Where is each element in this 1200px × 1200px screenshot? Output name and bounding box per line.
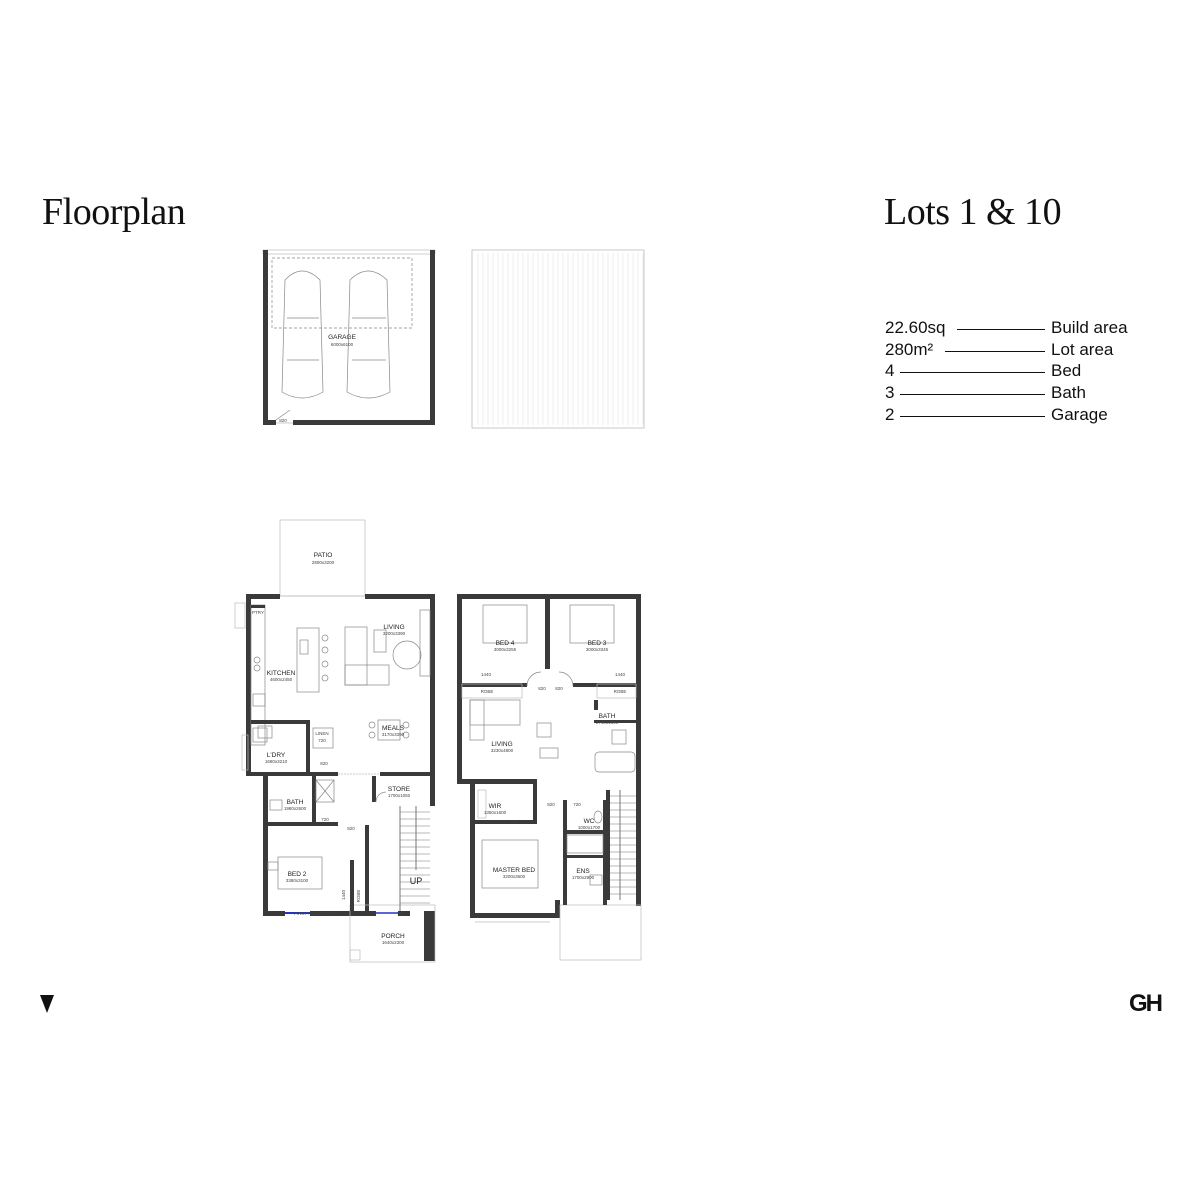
north-arrow-icon [40,995,54,1013]
patio-label: PATIO [314,552,333,559]
spec-row-build-area: 22.60sq Build area [885,318,1145,340]
spec-row-garage: 2 Garage [885,404,1145,427]
wir-label: WIR [489,803,502,810]
bed3-size: 3000x3345 [586,647,609,652]
kitchen-label: KITCHEN [267,670,296,677]
spec-label: Build area [1051,318,1128,337]
first-floor-plan: BED 4 3000x3255 BED 3 3000x3345 1440 144… [457,594,642,961]
living-size: 3200x3390 [383,631,406,636]
spec-value: 3 [885,383,895,404]
spec-label: Garage [1051,404,1108,424]
laundry-label: L'DRY [267,752,286,759]
spec-leader-line [945,350,1045,352]
spec-leader-line [957,329,1045,330]
door-dim-820: 820 [320,761,328,766]
spec-row-lot-area: 280m² Lot area [885,339,1145,362]
car-icon [281,270,324,399]
kitchen-size: 4600x2450 [270,677,293,682]
door-dim-720: 720 [510,819,518,824]
meals-size: 3170x3390 [382,732,405,737]
robe-label: ROBE [356,890,361,903]
spec-value: 280m² [885,339,934,360]
bed4-size: 3000x3255 [494,647,517,652]
spec-value: 4 [885,361,895,382]
first-living-label: LIVING [491,741,512,748]
bed2-label: BED 2 [288,871,307,878]
roof-plan [471,249,645,429]
bed4-label: BED 4 [496,640,515,647]
door-dim-820: 820 [347,826,355,831]
door-dim-920: 920 [397,911,405,916]
garage-door-dim: 820 [279,418,287,423]
first-bath-label: BATH [599,713,616,720]
ensuite-size: 1700x2900 [572,875,595,880]
door-dim-720: 720 [563,894,568,902]
wir-size: 1350x1600 [484,810,507,815]
linen-dim: 720 [318,738,326,743]
laundry-size: 1680x3210 [265,759,288,764]
door-dim-720: 720 [321,817,329,822]
porch-size: 1640x2300 [382,940,405,945]
store-size: 1700x1050 [388,793,411,798]
spec-row-bath: 3 Bath [885,383,1145,405]
door-dim-720: 720 [573,802,581,807]
bath-label: BATH [287,799,304,806]
porch-label: PORCH [381,933,405,940]
spec-label: Bed [1051,361,1082,381]
spec-row-bed: 4 Bed [885,361,1145,383]
spec-value: 22.60sq [885,318,946,338]
roof-outline [471,249,645,429]
dim-1440: 1440 [341,889,346,900]
spec-list: 22.60sq Build area 280m² Lot area 4 Bed … [885,318,1145,426]
stairs-up-label: UP [410,876,423,886]
bed2-size: 3380x3100 [286,878,309,883]
spec-label: Lot area [1051,339,1114,359]
first-bath-size: 2740x1800 [596,720,619,725]
stairs-icon [610,790,636,900]
store-label: STORE [388,786,411,793]
patio-size: 2800x3200 [312,560,335,565]
spec-leader-line [900,372,1045,374]
garage-plan: GARAGE 6000x6100 820 [262,249,436,425]
master-bed-label: MASTER BED [493,867,536,874]
meals-label: MEALS [382,725,405,732]
ensuite-label: ENS [576,868,590,875]
page-title: Floorplan [42,191,186,233]
spec-leader-line [900,415,1045,417]
robe-label: ROBE [481,689,494,694]
bath-size: 1980x2600 [284,806,307,811]
wc-size: 1000x1700 [578,825,601,830]
spec-value: 2 [885,404,895,425]
ground-floor-plan: PATIO 2800x3200 [234,519,436,963]
living-label: LIVING [383,624,404,631]
first-living-size: 3230x4800 [491,748,514,753]
door-dim-820: 820 [555,686,563,691]
door-dim-820: 820 [547,802,555,807]
bed3-label: BED 3 [588,640,607,647]
pantry-label: PTRY [252,610,264,615]
spec-label: Bath [1051,383,1086,403]
robe-label: ROBE [614,689,627,694]
dim-1440: 1440 [615,672,626,677]
wc-label: WC [584,818,595,825]
lot-title: Lots 1 & 10 [884,191,1062,233]
spec-leader-line [900,394,1045,396]
car-icon [346,270,391,399]
garage-size: 6000x6100 [331,342,354,347]
brand-logo: GH [1129,990,1163,1017]
door-dim-820: 820 [538,686,546,691]
master-bed-size: 3200x3600 [503,874,526,879]
garage-label: GARAGE [328,334,356,341]
linen-label: LINEN [315,731,328,736]
stairs-icon [399,806,430,911]
first-floor-over-label: FIRST FLOOR OVER [294,911,338,916]
dim-1440: 1440 [481,672,492,677]
